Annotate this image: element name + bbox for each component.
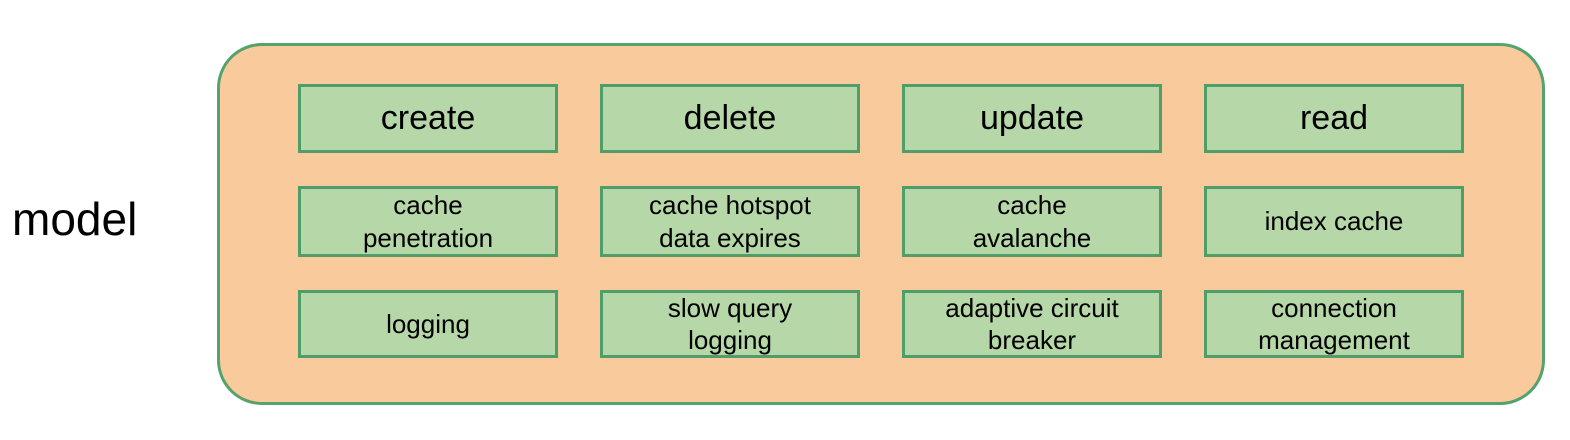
- model-label: model: [12, 193, 138, 245]
- box-read: read: [1204, 84, 1464, 153]
- box-cache-avalanche: cache avalanche: [902, 186, 1162, 257]
- model-container: create delete update read cache penetrat…: [217, 43, 1545, 405]
- box-index-cache: index cache: [1204, 186, 1464, 257]
- model-grid: create delete update read cache penetrat…: [220, 46, 1542, 358]
- box-logging: logging: [298, 290, 558, 358]
- box-delete: delete: [600, 84, 860, 153]
- box-cache-hotspot-data-expires: cache hotspot data expires: [600, 186, 860, 257]
- box-connection-management: connection management: [1204, 290, 1464, 358]
- box-cache-penetration: cache penetration: [298, 186, 558, 257]
- box-adaptive-circuit-breaker: adaptive circuit breaker: [902, 290, 1162, 358]
- box-slow-query-logging: slow query logging: [600, 290, 860, 358]
- box-create: create: [298, 84, 558, 153]
- box-update: update: [902, 84, 1162, 153]
